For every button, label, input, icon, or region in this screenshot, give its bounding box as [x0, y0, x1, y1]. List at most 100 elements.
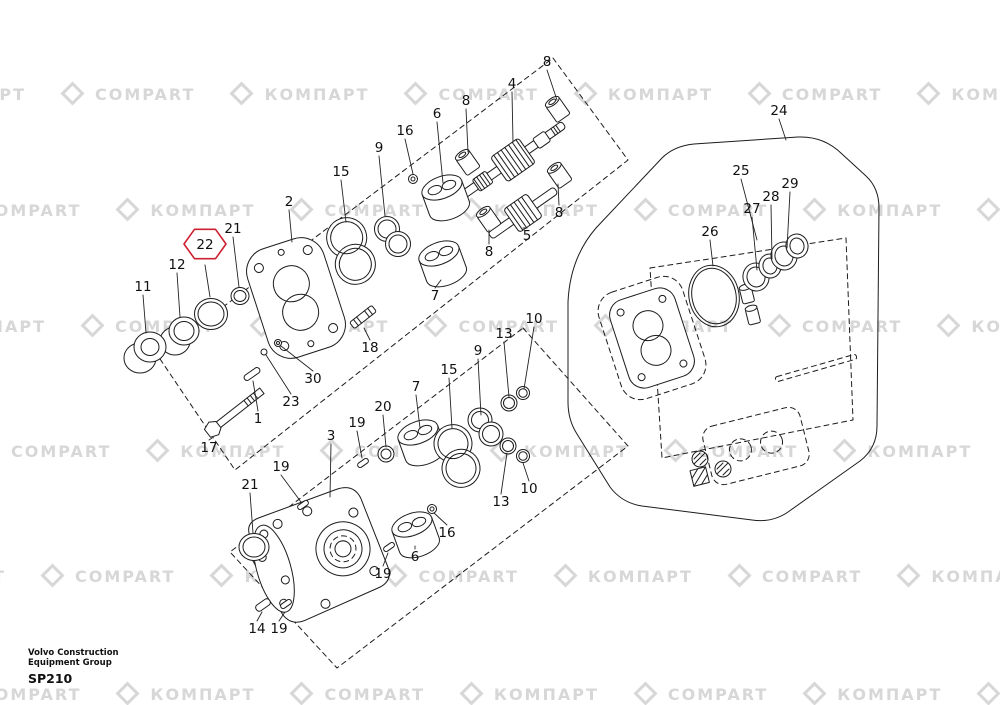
- part-15-gasket-bottom: [433, 424, 481, 488]
- leader-line: [465, 108, 469, 153]
- callout-6: 6: [433, 106, 442, 122]
- org-name-line2: Equipment Group: [28, 658, 112, 669]
- part-20-oring: [377, 445, 395, 463]
- part-19-pin: [357, 457, 369, 469]
- leader-line: [709, 239, 714, 267]
- watermark-text: КОМПАРТ: [587, 567, 693, 586]
- part-11-sleeve: [123, 331, 167, 374]
- hatched-gear: [714, 460, 732, 478]
- watermark-text: КОМПАРТ: [607, 85, 713, 104]
- watermark-text: COMPART: [324, 201, 425, 220]
- watermark-text: КОМПАРТ: [150, 685, 256, 704]
- leader-line: [523, 326, 535, 390]
- part-17-bolt: [203, 387, 265, 438]
- part-15-gasket: [326, 217, 376, 285]
- callout-9: 9: [375, 140, 384, 156]
- callout-22: 22: [196, 237, 213, 253]
- watermark-text: КОМПАРТ: [180, 442, 286, 461]
- watermark-text: COMPART: [75, 567, 176, 586]
- callout-26: 26: [701, 224, 718, 240]
- leader-line: [204, 264, 211, 298]
- watermark-text: КОМПАРТ: [493, 685, 599, 704]
- leader-line: [363, 327, 371, 341]
- callout-19: 19: [272, 459, 289, 475]
- leader-line: [770, 204, 773, 260]
- callout-17: 17: [200, 440, 217, 456]
- part-16-screw: [408, 174, 418, 184]
- watermark-text: COMPART: [697, 442, 799, 461]
- leader-line: [511, 91, 514, 143]
- leader-line: [477, 358, 482, 416]
- bottom-subassembly-boundary: [229, 327, 629, 669]
- kit-bolt: [774, 353, 858, 383]
- part-9-orings-bottom: [467, 407, 504, 447]
- callout-15: 15: [332, 164, 349, 180]
- leader-line: [382, 414, 387, 448]
- leader-line: [265, 354, 292, 395]
- watermark-text: COMPART: [95, 85, 196, 104]
- leader-line: [208, 437, 213, 441]
- part-30-plug: [274, 339, 282, 347]
- leader-line: [142, 294, 147, 334]
- callout-2: 2: [285, 194, 294, 210]
- watermark-row: COMPARTКОМПАРТCOMPARTКОМПАРТCOMPARTКОМПА…: [0, 196, 1000, 222]
- callout-16: 16: [396, 123, 413, 139]
- part-8-bushing: [546, 161, 573, 189]
- watermark-text: КОМПАРТ: [150, 201, 256, 220]
- callout-19: 19: [374, 566, 391, 582]
- part-4-drive-gear-shaft: [460, 121, 566, 199]
- part-22-oring: [194, 298, 228, 330]
- part-12-ring: [159, 316, 200, 356]
- watermark-text: КОМПАРТ: [264, 85, 370, 104]
- watermark-row: КОМПАРТCOMPARTКОМПАРТCOMPARTКОМПАРТCOMPA…: [0, 80, 1000, 106]
- part-5-driven-gear-shaft: [488, 187, 558, 239]
- part-14-pin: [255, 598, 271, 612]
- callout-11: 11: [134, 279, 151, 295]
- callout-6: 6: [411, 549, 420, 565]
- leader-line: [329, 443, 332, 498]
- callout-15: 15: [440, 362, 457, 378]
- callout-13: 13: [495, 326, 512, 342]
- doc-code: SP210: [28, 671, 73, 687]
- callout-28: 28: [762, 189, 779, 205]
- watermark-text: COMPART: [418, 567, 519, 586]
- leader-line: [356, 430, 363, 459]
- callout-7: 7: [431, 288, 440, 304]
- callout-5: 5: [523, 228, 532, 244]
- callout-23: 23: [282, 394, 299, 410]
- leader-line: [252, 380, 259, 412]
- callout-24: 24: [770, 103, 787, 119]
- leader-line: [436, 121, 444, 184]
- part-8-bushing: [454, 148, 481, 176]
- leader-line: [280, 345, 314, 372]
- watermark-text: COMPART: [324, 685, 425, 704]
- callout-9: 9: [474, 343, 483, 359]
- callout-10: 10: [525, 311, 542, 327]
- watermark-text: COMPART: [11, 442, 112, 461]
- callout-3: 3: [327, 428, 336, 444]
- leader-line: [278, 611, 286, 622]
- leader-line: [288, 209, 293, 243]
- callout-8: 8: [555, 205, 564, 221]
- hatched-gear: [691, 450, 709, 468]
- part-21-oring: [230, 287, 250, 305]
- callout-4: 4: [508, 76, 517, 92]
- watermark-text: COMPART: [667, 201, 769, 220]
- watermark-text: COMPART: [761, 567, 863, 586]
- watermark-text: COMPART: [801, 317, 903, 336]
- leader-line: [249, 492, 254, 534]
- leader-line: [740, 178, 758, 241]
- right-assembly-outline: [567, 136, 880, 522]
- kit-bushing: [738, 283, 755, 305]
- leader-line: [434, 279, 442, 289]
- watermark-text: КОМПАРТ: [951, 85, 1000, 104]
- leader-line: [786, 191, 791, 249]
- watermark-text: КОМПАРТ: [971, 317, 1000, 336]
- part-8-bushing: [544, 95, 571, 123]
- part-7-bearing-block: [418, 240, 468, 288]
- part-18-stud: [349, 305, 377, 329]
- part-19-pin: [280, 598, 292, 610]
- watermark-text: КОМПАРТ: [0, 567, 6, 586]
- leader-line: [378, 155, 386, 217]
